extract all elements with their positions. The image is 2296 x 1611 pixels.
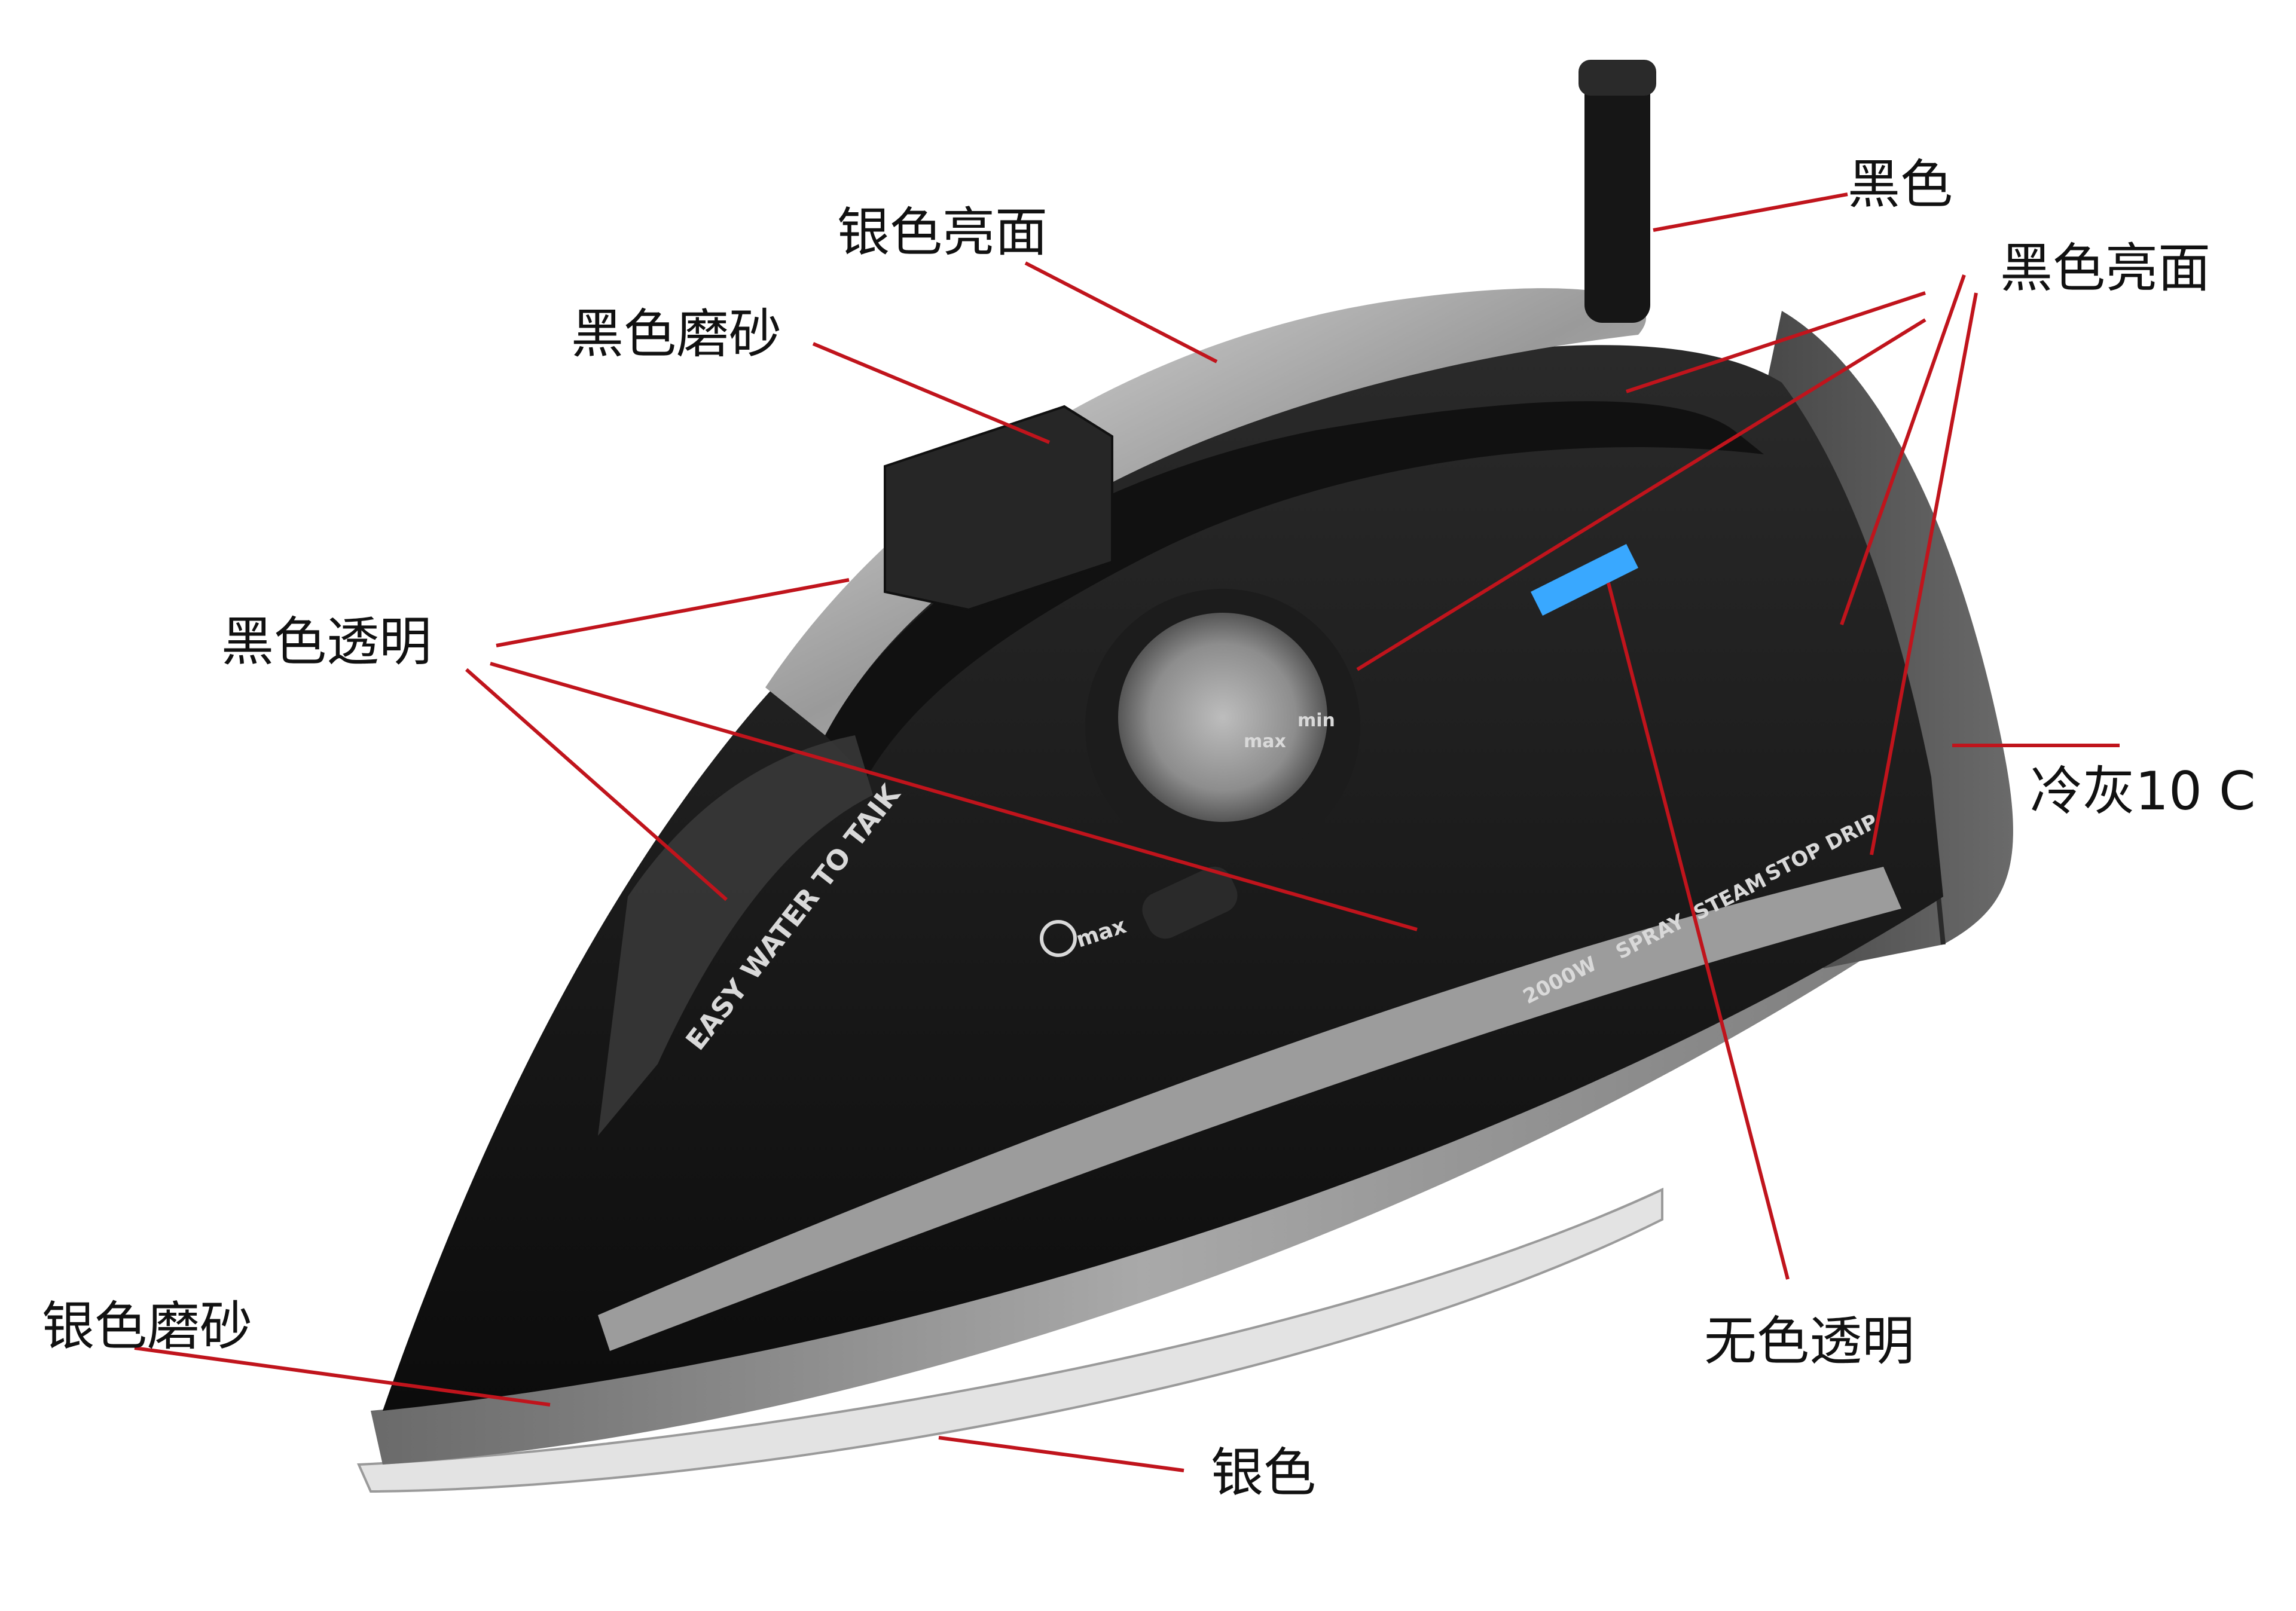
water-tank-window <box>598 735 873 1136</box>
leader-silver-matte <box>134 1346 551 1407</box>
steam-knob-icon <box>1040 920 1077 957</box>
leader-silver <box>938 1436 1184 1472</box>
steam-slider <box>1142 866 1238 939</box>
leader-lines <box>134 192 2120 1472</box>
leader-colorless-transparent <box>1607 582 1790 1280</box>
leader-black-transparent-1 <box>496 578 850 647</box>
label-silver: 银色 <box>1211 1442 1317 1503</box>
leader-black-glossy-4 <box>1870 292 1978 855</box>
temperature-dial-face <box>1118 613 1327 822</box>
label-black: 黑色 <box>1848 154 1953 215</box>
leader-black-glossy-2 <box>1356 318 1926 671</box>
label-cool-gray: 冷灰10 C <box>2030 760 2256 822</box>
soleplate-matte-band <box>371 873 1913 1465</box>
leader-black <box>1653 192 1848 232</box>
label-black-glossy: 黑色亮面 <box>2000 237 2211 299</box>
leader-black-transparent-3 <box>490 662 1418 931</box>
soleplate-silver-edge <box>356 1187 1663 1493</box>
label-silver-glossy: 银色亮面 <box>837 201 1048 263</box>
dial-min-label: min <box>1297 710 1335 731</box>
leader-black-matte <box>812 342 1051 444</box>
dial-max-label: max <box>1244 731 1286 752</box>
cord-guard <box>1584 60 1650 323</box>
leader-black-transparent-2 <box>465 668 728 901</box>
cord-guard-tip <box>1578 60 1656 96</box>
label-colorless-transparent: 无色透明 <box>1704 1310 1915 1372</box>
silver-side-trim <box>598 867 1901 1351</box>
leader-black-glossy-3 <box>1840 274 1966 625</box>
led-light <box>1531 544 1638 616</box>
iron-body <box>383 345 1943 1411</box>
label-black-transparent: 黑色透明 <box>221 611 432 672</box>
label-silver-matte: 银色磨砂 <box>42 1295 253 1357</box>
leader-silver-glossy <box>1024 261 1218 363</box>
label-black-matte: 黑色磨砂 <box>571 303 782 365</box>
leader-black-glossy-1 <box>1626 291 1926 393</box>
steam-button <box>884 405 1113 612</box>
